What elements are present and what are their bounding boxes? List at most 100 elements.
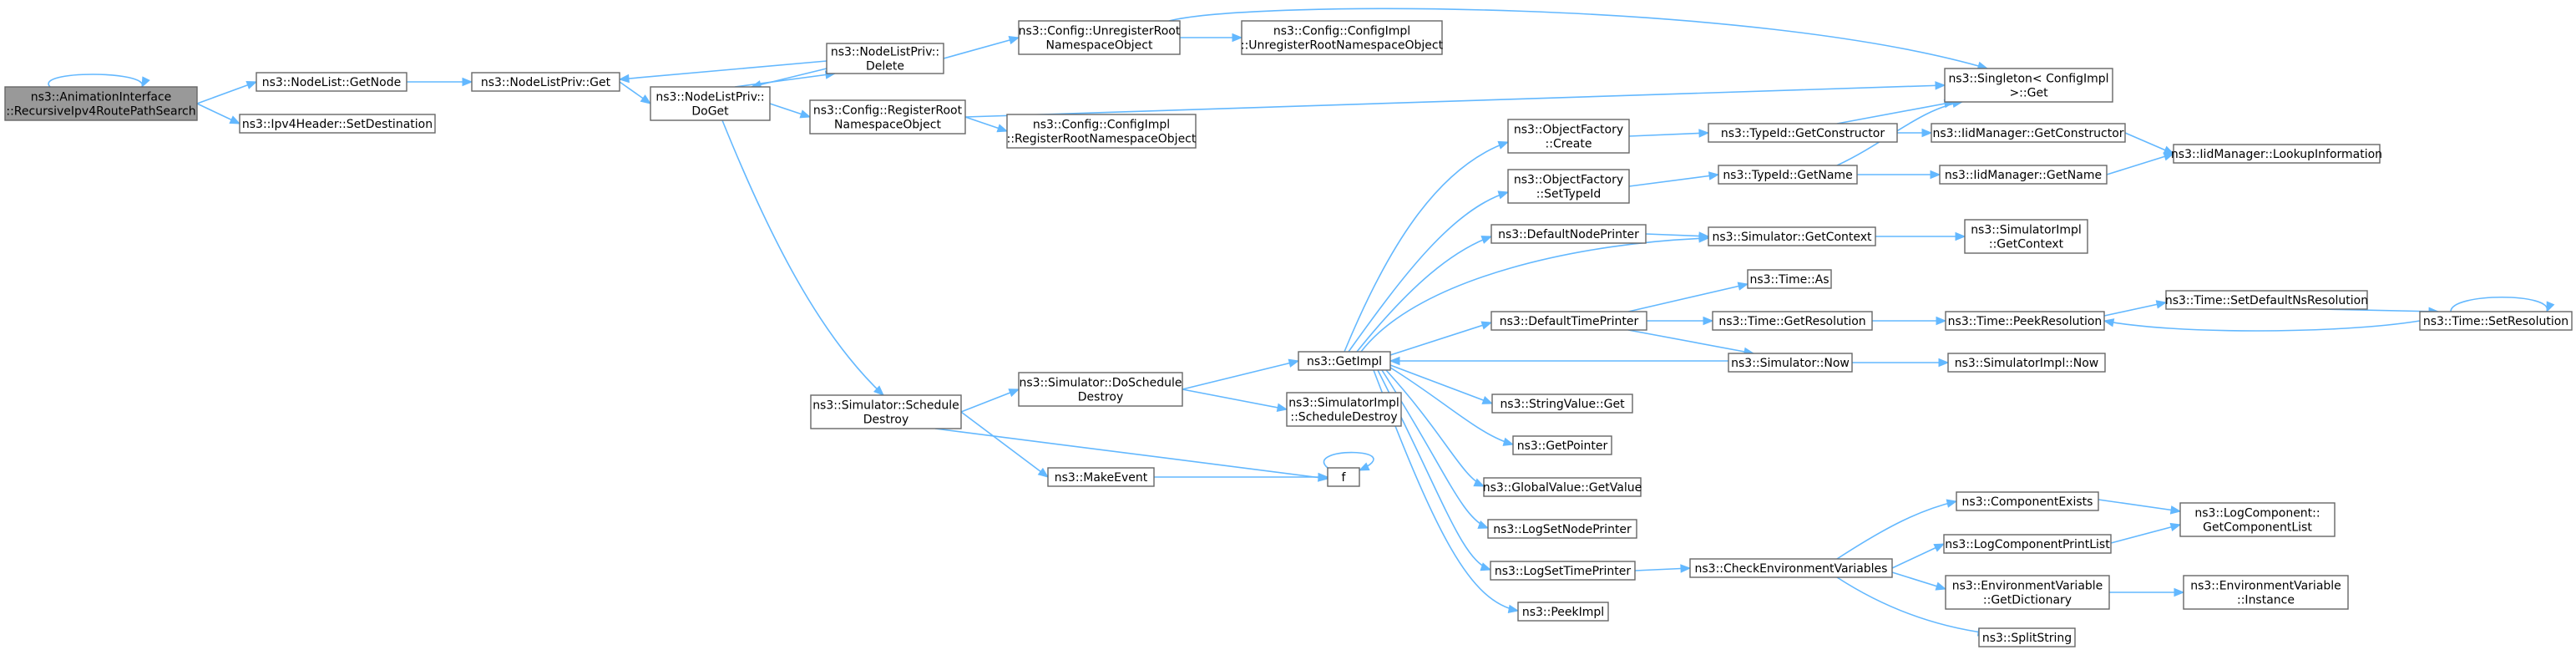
node-checkenvvars[interactable]: ns3::CheckEnvironmentVariables (1689, 558, 1893, 578)
node-makeevent[interactable]: ns3::MakeEvent (1047, 467, 1155, 487)
node-globalvalue-getvalue[interactable]: ns3::GlobalValue::GetValue (1483, 477, 1642, 497)
node-logcomponentprintlist[interactable]: ns3::LogComponentPrintList (1943, 534, 2112, 554)
node-config-register[interactable]: ns3::Config::RegisterRootNamespaceObject (809, 99, 966, 135)
node-logsetnodeprinter[interactable]: ns3::LogSetNodePrinter (1487, 519, 1637, 539)
node-defaulttimeprinter[interactable]: ns3::DefaultTimePrinter (1490, 311, 1647, 331)
node-nodelist-getnode[interactable]: ns3::NodeList::GetNode (256, 72, 407, 92)
node-box[interactable] (650, 86, 771, 121)
node-getimpl[interactable]: ns3::GetImpl (1298, 351, 1391, 371)
node-box[interactable] (1327, 467, 1360, 487)
node-componentexists[interactable]: ns3::ComponentExists (1956, 491, 2099, 511)
node-box[interactable] (1944, 68, 2113, 103)
node-simulator-scheduledestroy[interactable]: ns3::Simulator::ScheduleDestroy (810, 394, 962, 429)
node-typeid-getname[interactable]: ns3::TypeId::GetName (1718, 165, 1858, 185)
node-box[interactable] (1490, 311, 1647, 331)
node-singleton-get[interactable]: ns3::Singleton< ConfigImpl >::Get (1944, 68, 2113, 103)
node-box[interactable] (1947, 353, 2106, 373)
node-box[interactable] (1964, 219, 2088, 254)
node-f[interactable]: f (1327, 467, 1360, 487)
node-envvar-instance[interactable]: ns3::EnvironmentVariable::Instance (2183, 575, 2349, 610)
node-box[interactable] (2179, 502, 2336, 537)
node-time-getresolution[interactable]: ns3::Time::GetResolution (1712, 311, 1873, 331)
node-box[interactable] (1047, 467, 1155, 487)
node-box[interactable] (1298, 351, 1391, 371)
node-box[interactable] (1490, 224, 1647, 244)
node-box[interactable] (1487, 519, 1637, 539)
node-box[interactable] (1728, 353, 1853, 373)
node-box[interactable] (1512, 435, 1612, 455)
node-box[interactable] (1747, 269, 1832, 289)
node-simulatorimpl-now[interactable]: ns3::SimulatorImpl::Now (1947, 353, 2106, 373)
node-box[interactable] (2419, 311, 2573, 331)
node-box[interactable] (809, 99, 966, 135)
node-peekimpl[interactable]: ns3::PeekImpl (1517, 602, 1609, 622)
node-box[interactable] (1241, 20, 1443, 55)
node-label: ns3::LogSetNodePrinter (1493, 523, 1632, 536)
node-time-setdefaultns[interactable]: ns3::Time::SetDefaultNsResolution (2165, 290, 2368, 310)
node-box[interactable] (4, 86, 198, 121)
node-box[interactable] (256, 72, 407, 92)
node-box[interactable] (1507, 119, 1630, 154)
node-splitstring[interactable]: ns3::SplitString (1978, 627, 2076, 647)
node-box[interactable] (1018, 372, 1183, 407)
node-getpointer[interactable]: ns3::GetPointer (1512, 435, 1612, 455)
node-stringvalue-get[interactable]: ns3::StringValue::Get (1491, 394, 1633, 414)
node-box[interactable] (1712, 311, 1873, 331)
node-box[interactable] (1491, 394, 1633, 414)
node-objectfactory-create[interactable]: ns3::ObjectFactory::Create (1507, 119, 1630, 154)
node-box[interactable] (1945, 575, 2110, 610)
edge-typeid-getname-to-iidmanager-getname (1857, 170, 1941, 180)
node-box[interactable] (1718, 165, 1858, 185)
node-box[interactable] (2173, 144, 2381, 164)
node-envvar-getdictionary[interactable]: ns3::EnvironmentVariable::GetDictionary (1945, 575, 2110, 610)
node-iidmanager-getname[interactable]: ns3::IidManager::GetName (1939, 165, 2108, 185)
node-box[interactable] (1978, 627, 2076, 647)
node-box[interactable] (810, 394, 962, 429)
node-simulator-getcontext[interactable]: ns3::Simulator::GetContext (1708, 226, 1876, 246)
node-time-peekresolution[interactable]: ns3::Time::PeekResolution (1945, 311, 2105, 331)
node-typeid-getconstructor[interactable]: ns3::TypeId::GetConstructor (1708, 123, 1898, 143)
node-nodelistpriv-get[interactable]: ns3::NodeListPriv::Get (471, 72, 620, 92)
node-box[interactable] (2165, 290, 2368, 310)
node-defaultnodeprinter[interactable]: ns3::DefaultNodePrinter (1490, 224, 1647, 244)
node-box[interactable] (1945, 311, 2105, 331)
node-box[interactable] (826, 43, 944, 74)
node-box[interactable] (1708, 226, 1876, 246)
node-simulatorimpl-scheduledestroy[interactable]: ns3::SimulatorImpl::ScheduleDestroy (1286, 392, 1402, 427)
node-box[interactable] (1943, 534, 2112, 554)
node-label: ns3::SimulatorImpl (1288, 397, 1399, 410)
node-box[interactable] (1483, 477, 1642, 497)
node-box[interactable] (1490, 561, 1636, 581)
node-iidmanager-getconstructor[interactable]: ns3::IidManager::GetConstructor (1931, 123, 2126, 143)
edge-defaulttimeprinter-to-time-getresolution (1647, 316, 1714, 326)
node-box[interactable] (1517, 602, 1609, 622)
node-nodelistpriv-delete[interactable]: ns3::NodeListPriv::Delete (826, 43, 944, 74)
node-logcomponent-getlist[interactable]: ns3::LogComponent::GetComponentList (2179, 502, 2336, 537)
node-box[interactable] (1939, 165, 2108, 185)
node-iidmanager-lookup[interactable]: ns3::IidManager::LookupInformation (2171, 144, 2382, 164)
node-root[interactable]: ns3::AnimationInterface::RecursiveIpv4Ro… (4, 86, 198, 121)
node-time-as[interactable]: ns3::Time::As (1747, 269, 1832, 289)
node-nodelistpriv-doget[interactable]: ns3::NodeListPriv::DoGet (650, 86, 771, 121)
node-configimpl-unregister[interactable]: ns3::Config::ConfigImpl::UnregisterRootN… (1241, 20, 1444, 55)
node-box[interactable] (1689, 558, 1893, 578)
node-box[interactable] (1931, 123, 2126, 143)
node-simulatorimpl-getcontext[interactable]: ns3::SimulatorImpl::GetContext (1964, 219, 2088, 254)
node-box[interactable] (1507, 169, 1630, 204)
node-objectfactory-settypeid[interactable]: ns3::ObjectFactory::SetTypeId (1507, 169, 1630, 204)
node-config-unregister[interactable]: ns3::Config::UnregisterRootNamespaceObje… (1018, 20, 1181, 55)
node-configimpl-register[interactable]: ns3::Config::ConfigImpl::RegisterRootNam… (1006, 114, 1197, 149)
node-logsettimeprinter[interactable]: ns3::LogSetTimePrinter (1490, 561, 1636, 581)
node-box[interactable] (239, 114, 436, 134)
node-box[interactable] (2183, 575, 2349, 610)
node-box[interactable] (1956, 491, 2099, 511)
node-box[interactable] (1286, 392, 1402, 427)
node-ipv4header-setdest[interactable]: ns3::Ipv4Header::SetDestination (239, 114, 436, 134)
node-box[interactable] (1006, 114, 1197, 149)
node-simulator-now[interactable]: ns3::Simulator::Now (1728, 353, 1853, 373)
node-box[interactable] (471, 72, 620, 92)
node-box[interactable] (1018, 20, 1181, 55)
node-time-setresolution[interactable]: ns3::Time::SetResolution (2419, 311, 2573, 331)
node-box[interactable] (1708, 123, 1898, 143)
